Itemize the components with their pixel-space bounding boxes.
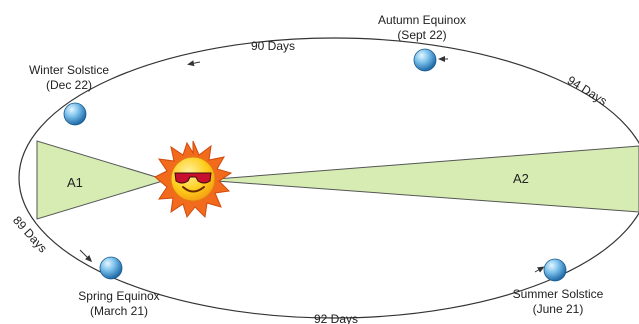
autumn-equinox-label: Autumn Equinox — [378, 13, 466, 27]
arc-top-days: 90 Days — [251, 39, 295, 53]
planet-icon-spring — [99, 256, 123, 280]
area-a2-label: A2 — [513, 171, 529, 186]
autumn-equinox-date: (Sept 22) — [397, 28, 446, 42]
arc-right-days: 94 Days — [565, 73, 610, 108]
arc-bottom-days: 92 Days — [314, 312, 358, 324]
summer-solstice-label: Summer Solstice — [513, 287, 604, 301]
spring-equinox-label: Spring Equinox — [78, 289, 159, 303]
area-a1-wedge — [36, 140, 168, 220]
planet-icon-autumn — [413, 48, 437, 72]
arrow-bottom — [534, 266, 545, 273]
arrow-top — [187, 60, 201, 67]
planet-icon-summer — [543, 258, 567, 282]
area-a1-label: A1 — [67, 175, 83, 190]
orbit-ellipse — [18, 37, 639, 319]
winter-solstice-label: Winter Solstice — [29, 63, 109, 77]
arrow-left — [79, 249, 93, 263]
planet-icon-winter — [63, 102, 87, 126]
cartoon-sun-icon — [154, 140, 233, 219]
spring-equinox-date: (March 21) — [90, 304, 148, 318]
area-a2-wedge — [202, 145, 639, 213]
winter-solstice-date: (Dec 22) — [46, 78, 92, 92]
arc-left-days: 89 Days — [10, 213, 50, 255]
summer-solstice-date: (June 21) — [533, 302, 584, 316]
